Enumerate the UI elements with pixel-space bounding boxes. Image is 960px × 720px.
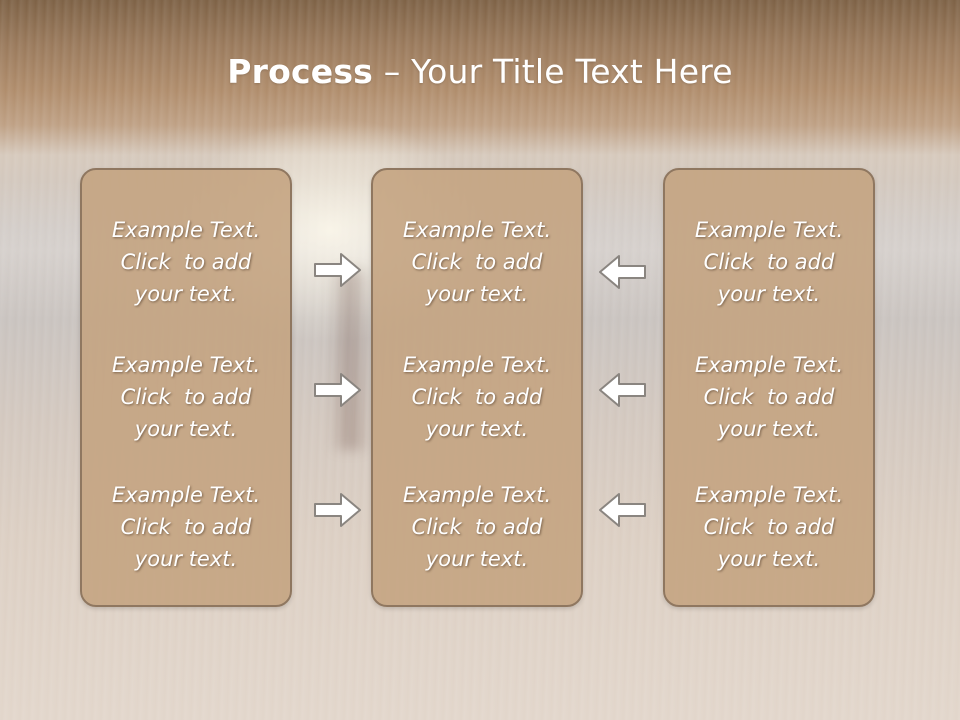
text-placeholder[interactable]: Example Text. Click to add your text. xyxy=(694,353,844,441)
process-box-right[interactable]: Example Text. Click to add your text. Ex… xyxy=(663,168,875,607)
background-vehicle-blur xyxy=(330,270,370,450)
text-placeholder[interactable]: Example Text. Click to add your text. xyxy=(111,353,261,441)
title-rest: – Your Title Text Here xyxy=(373,52,733,91)
arrow-right-icon[interactable] xyxy=(313,370,363,410)
slide-title[interactable]: Process – Your Title Text Here xyxy=(0,52,960,91)
arrow-left-icon[interactable] xyxy=(597,490,647,530)
process-box-middle[interactable]: Example Text. Click to add your text. Ex… xyxy=(371,168,583,607)
process-box-left[interactable]: Example Text. Click to add your text. Ex… xyxy=(80,168,292,607)
text-placeholder[interactable]: Example Text. Click to add your text. xyxy=(694,218,844,306)
text-placeholder[interactable]: Example Text. Click to add your text. xyxy=(402,483,552,571)
text-placeholder[interactable]: Example Text. Click to add your text. xyxy=(402,218,552,306)
title-bold: Process xyxy=(227,52,374,91)
arrow-left-icon[interactable] xyxy=(597,252,647,292)
text-placeholder[interactable]: Example Text. Click to add your text. xyxy=(111,483,261,571)
arrow-right-icon[interactable] xyxy=(313,490,363,530)
text-placeholder[interactable]: Example Text. Click to add your text. xyxy=(402,353,552,441)
text-placeholder[interactable]: Example Text. Click to add your text. xyxy=(111,218,261,306)
arrow-right-icon[interactable] xyxy=(313,250,363,290)
arrow-left-icon[interactable] xyxy=(597,370,647,410)
text-placeholder[interactable]: Example Text. Click to add your text. xyxy=(694,483,844,571)
